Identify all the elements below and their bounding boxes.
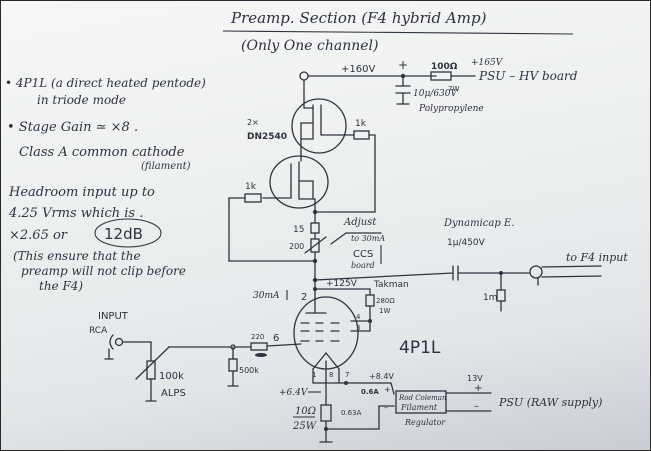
rail-voltage: +160V	[341, 64, 375, 75]
pot-value: 100k	[159, 371, 184, 382]
filament-regulator-box	[395, 390, 447, 414]
filament-v-bottom: +6.4V	[279, 388, 309, 398]
gate-resistor-top-value: 1k	[355, 119, 367, 129]
note-tube-type: • 4P1L (a direct heated pentode)	[5, 76, 206, 90]
filament-resistor-power: 25W	[292, 421, 317, 432]
dropper-value: 100Ω	[431, 62, 458, 72]
filament-dropper-resistor	[320, 404, 332, 422]
trim-pot-value: 200	[289, 242, 304, 251]
g2-resistor	[365, 294, 375, 307]
gate-resistor-top	[353, 130, 370, 140]
filament-current: 0.6A	[361, 388, 379, 396]
tube-part-label: 4P1L	[399, 338, 441, 358]
reg-minus: –	[384, 403, 388, 412]
g2-resistor-value: 280Ω	[376, 297, 395, 305]
grid-leak-value: 500k	[239, 366, 259, 375]
pot-brand: ALPS	[161, 388, 186, 399]
pin-anode: 2	[301, 292, 307, 303]
note-filament: (filament)	[141, 161, 191, 172]
source-resistor	[310, 222, 320, 234]
dropper-power: 7W	[448, 85, 459, 93]
coupling-cap-brand: Dynamicap E.	[443, 218, 514, 229]
psu-voltage: +165V	[471, 58, 504, 68]
mosfet-upper	[291, 98, 347, 154]
ccs-section: 2× DN2540 1k 1k 15 200 Adjust	[228, 79, 385, 281]
g2-resistor-brand: Takman	[373, 280, 409, 290]
ferrite-bead	[255, 353, 267, 357]
pin-fil-8: 8	[329, 371, 333, 379]
gate-resistor-bottom	[244, 193, 262, 203]
hv-cap-type: Polypropylene	[418, 104, 484, 114]
note-stage-gain: • Stage Gain ≃ ×8 .	[7, 120, 138, 135]
filament-resistor-value: 10Ω	[295, 406, 316, 417]
note-triode-mode: in triode mode	[37, 93, 126, 107]
input-section: INPUT RCA 100k ALPS 500k 220 6	[89, 311, 302, 402]
coupling-cap-value: 1μ/450V	[447, 238, 486, 248]
tube-4p1l: +125V Takman 280Ω 1W 30mA 2 4 3 4P1L 1 8…	[253, 279, 441, 379]
gate-resistor-bottom-value: 1k	[245, 182, 257, 192]
note-the-f4: the F4)	[39, 279, 83, 293]
grid-stopper-value: 220	[251, 333, 264, 341]
hv-supply: +160V + 10μ/630V Polypropylene 100Ω 7W +…	[299, 58, 578, 114]
note-class-a: Class A common cathode	[19, 145, 185, 160]
schematic-subtitle: (Only One channel)	[241, 38, 378, 54]
input-label: INPUT	[98, 311, 129, 322]
input-connector: RCA	[89, 326, 108, 336]
anode-voltage: +125V	[326, 279, 358, 289]
g2-resistor-power: 1W	[379, 307, 390, 315]
source-resistor-value: 15	[293, 225, 304, 235]
psu-hv-label: PSU – HV board	[478, 69, 578, 83]
load-resistor-value: 1m	[483, 293, 498, 303]
raw-minus: –	[474, 401, 479, 412]
output-connector	[529, 265, 543, 279]
adjust-label: Adjust	[343, 217, 377, 228]
mosfet-part: DN2540	[247, 132, 287, 142]
grid-leak-resistor	[228, 358, 238, 372]
ccs-board-label: board	[351, 261, 375, 270]
raw-voltage: 13V	[467, 374, 483, 383]
grid-stopper-resistor	[250, 342, 268, 351]
cap-plus: +	[398, 58, 408, 72]
raw-plus: +	[474, 383, 482, 394]
note-12db: 12dB	[104, 225, 143, 243]
filament-v-top: +8.4V	[369, 372, 394, 381]
output-section: Dynamicap E. 1μ/450V 1m to F4 input	[312, 218, 628, 312]
note-gain-ratio: ×2.65 or	[9, 228, 68, 243]
regulator-caption: Regulator	[404, 418, 446, 427]
mosfet-count: 2×	[247, 118, 259, 127]
input-rca-jack	[114, 337, 124, 347]
raw-psu-label: PSU (RAW supply)	[498, 396, 602, 409]
schematic-title: Preamp. Section (F4 hybrid Amp)	[230, 9, 487, 27]
regulator-maker: Rod Coleman	[398, 394, 447, 402]
dropper-current: 0.63A	[341, 409, 362, 417]
highlight-circle	[94, 218, 162, 248]
adjust-target: to 30mA	[351, 234, 385, 243]
pin-fil-7: 7	[345, 371, 349, 379]
reg-plus: +	[384, 385, 391, 394]
pin-fil-1: 1	[312, 371, 316, 379]
anode-current: 30mA	[253, 291, 280, 301]
design-notes: • 4P1L (a direct heated pentode) in trio…	[5, 76, 206, 293]
note-ensure: (This ensure that the	[13, 249, 141, 263]
ccs-label: CCS	[353, 249, 373, 260]
note-no-clip: preamp will not clip before	[21, 264, 186, 278]
pin-g2: 4	[356, 313, 361, 321]
hv-cap-value: 10μ/630V	[413, 89, 459, 99]
tube-envelope	[293, 296, 359, 370]
output-destination: to F4 input	[566, 251, 628, 264]
filament-supply: +8.4V 0.6A +6.4V 0.63A 10Ω 25W + – Rod C…	[279, 360, 602, 443]
tube-filament	[312, 351, 340, 370]
title-underline	[222, 30, 574, 35]
load-resistor	[496, 289, 506, 302]
pin-grid: 6	[273, 333, 279, 344]
rail-terminal	[299, 71, 309, 81]
mosfet-lower	[269, 155, 329, 209]
regulator-type: Filament	[400, 403, 438, 412]
note-vrms: 4.25 Vrms which is .	[8, 206, 143, 221]
note-headroom: Headroom input up to	[8, 185, 155, 200]
